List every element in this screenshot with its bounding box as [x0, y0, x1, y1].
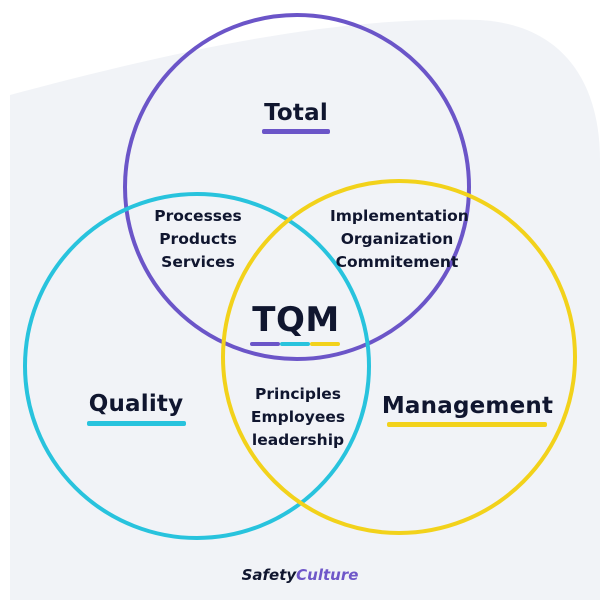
overlap-quality-management: Principles Employees leadership — [240, 383, 356, 452]
total-title: Total — [264, 100, 328, 126]
overlap-item: Organization — [340, 230, 454, 248]
quality-title: Quality — [88, 391, 184, 417]
total-underline — [262, 129, 330, 134]
overlap-item: Services — [161, 253, 235, 271]
tqm-underline-yellow — [310, 342, 340, 346]
quality-circle — [23, 192, 371, 540]
logo-text-culture: Culture — [296, 566, 359, 584]
overlap-item: Principles — [255, 385, 341, 403]
management-underline — [387, 422, 547, 427]
overlap-item: Processes — [154, 207, 242, 225]
logo-text-safety: Safety — [241, 566, 297, 584]
overlap-item: Employees — [250, 408, 346, 426]
tqm-underline-cyan — [280, 342, 310, 346]
background-blob — [10, 19, 600, 600]
total-circle — [123, 13, 471, 361]
management-circle — [221, 179, 577, 535]
quality-underline — [87, 421, 186, 426]
overlap-total-management: Implementation Organization Commitement — [330, 205, 469, 274]
tqm-underline-purple — [250, 342, 280, 346]
overlap-item: Commitement — [335, 253, 459, 271]
overlap-total-quality: Processes Products Services — [138, 205, 258, 274]
overlap-item: leadership — [251, 431, 345, 449]
overlap-item: Implementation — [330, 207, 469, 225]
tqm-title: TQM — [252, 300, 340, 340]
management-title: Management — [381, 393, 554, 419]
overlap-item: Products — [159, 230, 237, 248]
safetyculture-logo: SafetyCulture — [0, 566, 600, 584]
